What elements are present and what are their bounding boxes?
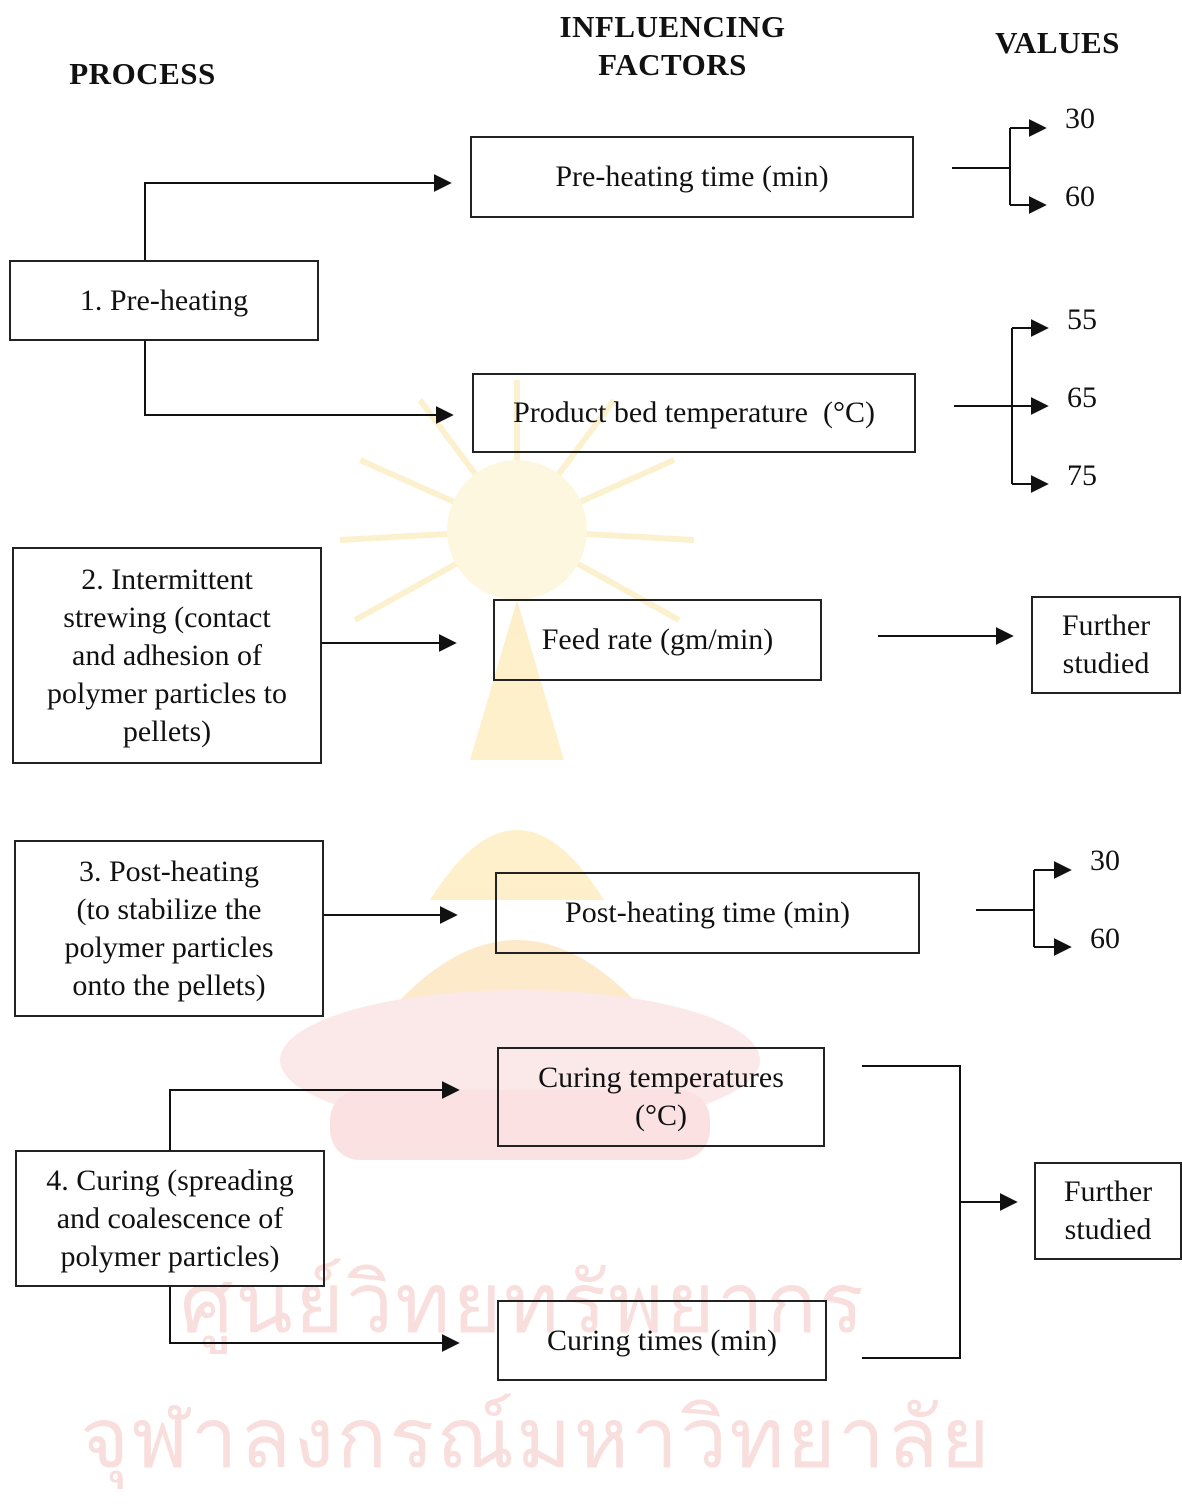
watermark-text-line1: ศูนย์วิทยทรัพยากร [180,1254,866,1352]
header-influencing-factors: INFLUENCING FACTORS [559,9,786,82]
process-box-strewing: 2. Intermittent strewing (contact and ad… [12,547,322,764]
process-label-postheating: 3. Post-heating (to stabilize the polyme… [64,854,274,1002]
process-label-curing: 4. Curing (spreading and coalescence of … [46,1163,294,1273]
factor-label-curing-temperatures: Curing temperatures (°C) [538,1061,784,1132]
factor-box-bed-temperature: Product bed temperature (°C) [472,373,916,453]
header-process: PROCESS [69,56,216,91]
value-preheating-time-30: 30 [1065,102,1095,135]
value-bed-temperature-55: 55 [1067,303,1097,336]
process-box-postheating: 3. Post-heating (to stabilize the polyme… [14,840,324,1017]
factor-label-preheating-time: Pre-heating time (min) [555,160,829,193]
factor-box-postheating-time: Post-heating time (min) [495,872,920,954]
outcome-box-curing: Further studied [1034,1162,1182,1260]
value-bed-temperature-65: 65 [1067,381,1097,414]
factor-label-bed-temperature: Product bed temperature (°C) [513,396,875,429]
value-bed-temperature-75: 75 [1067,459,1097,492]
factor-label-curing-times: Curing times (min) [547,1323,777,1357]
arrow-curing-to-times [169,1286,460,1352]
factor-box-feed-rate: Feed rate (gm/min) [493,599,822,681]
watermark-text-line2: จุฬาลงกรณ์มหาวิทยาลัย [80,1389,992,1487]
header-values: VALUES [995,25,1120,60]
outcome-box-feed-rate: Further studied [1031,596,1181,694]
factor-label-feed-rate: Feed rate (gm/min) [541,623,774,656]
factor-box-preheating-time: Pre-heating time (min) [470,136,914,218]
outcome-label-curing: Further studied [1063,1175,1153,1246]
value-postheating-time-30: 30 [1090,844,1120,877]
arrow-curing-to-temperatures [169,1081,460,1150]
process-box-preheating: 1. Pre-heating [9,260,319,341]
process-label-preheating: 1. Pre-heating [79,283,249,317]
process-box-curing: 4. Curing (spreading and coalescence of … [15,1150,325,1287]
factor-box-curing-temperatures: Curing temperatures (°C) [497,1047,825,1147]
process-label-strewing: 2. Intermittent strewing (contact and ad… [47,562,287,748]
factor-box-curing-times: Curing times (min) [497,1300,827,1381]
value-preheating-time-60: 60 [1065,180,1095,213]
arrow-preheating-to-bedtemp [144,340,454,424]
value-postheating-time-60: 60 [1090,922,1120,955]
arrow-preheating-to-time [144,174,452,262]
factor-label-postheating-time: Post-heating time (min) [565,896,850,929]
outcome-label-feed-rate: Further studied [1061,609,1151,680]
